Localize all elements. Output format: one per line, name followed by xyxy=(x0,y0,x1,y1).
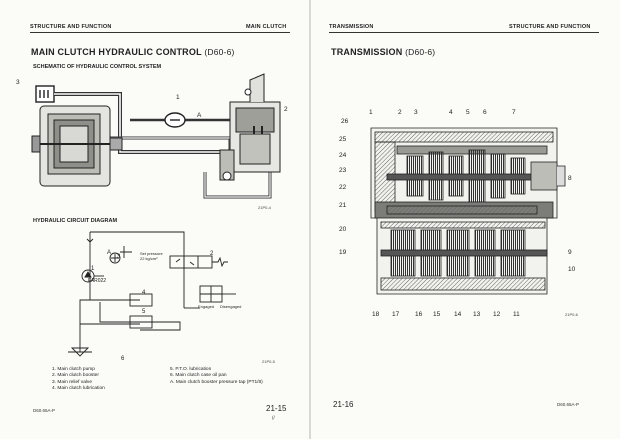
left-title-text: MAIN CLUTCH HYDRAULIC CONTROL xyxy=(31,47,202,57)
book-spine xyxy=(309,0,311,439)
right-title-text: TRANSMISSION xyxy=(331,47,403,57)
callout-9: 9 xyxy=(568,249,572,256)
circuit-label-1: 1 xyxy=(91,266,95,272)
schematic-label-1: 1 xyxy=(176,94,180,101)
legend-item: A. Main clutch booster pressure tap (PT1… xyxy=(170,379,263,385)
callout-16: 16 xyxy=(415,311,423,318)
circuit-heading: HYDRAULIC CIRCUIT DIAGRAM xyxy=(33,218,118,224)
circuit-label-5: 5 xyxy=(142,309,146,315)
legend-left: 1. Main clutch pump 2. Main clutch boost… xyxy=(52,367,105,392)
circuit-label-6: 6 xyxy=(121,356,125,362)
legend-right: 5. P.T.O. lubrication 6. Main clutch cas… xyxy=(170,367,263,386)
callout-25: 25 xyxy=(339,136,347,143)
callout-23: 23 xyxy=(339,167,347,174)
schematic-label-a: A xyxy=(197,112,202,119)
callout-10: 10 xyxy=(568,266,576,273)
callout-15: 15 xyxy=(433,311,441,318)
callout-24: 24 xyxy=(339,152,347,159)
left-page-number: 21-15 xyxy=(266,404,287,413)
callout-18: 18 xyxy=(372,311,380,318)
circuit-label-2: 2 xyxy=(210,251,214,257)
circuit-label-a: A xyxy=(107,250,112,256)
callout-3: 3 xyxy=(414,109,418,116)
callout-8: 8 xyxy=(568,175,572,182)
right-header-rule xyxy=(329,32,599,33)
left-header-section: STRUCTURE AND FUNCTION xyxy=(30,24,112,30)
right-page-number: 21-16 xyxy=(333,400,354,409)
hydraulic-circuit-diagram xyxy=(68,231,236,357)
callout-17: 17 xyxy=(392,311,400,318)
hydraulic-schematic-drawing xyxy=(31,73,281,199)
callout-19: 19 xyxy=(339,249,347,256)
left-header-chapter: MAIN CLUTCH xyxy=(246,24,287,30)
legend-item: 1. Main clutch pump xyxy=(52,367,95,372)
transmission-cross-section xyxy=(370,127,566,295)
circuit-label-3: 3 xyxy=(117,254,121,260)
schematic-figure-code: 21P0-4 xyxy=(258,205,271,210)
callout-26: 26 xyxy=(341,118,349,125)
right-footer-code: D60.65A-P xyxy=(557,402,580,407)
circuit-label-4: 4 xyxy=(142,290,146,296)
callout-21: 21 xyxy=(339,202,347,209)
schematic-label-2: 2 xyxy=(284,106,288,113)
callout-13: 13 xyxy=(473,311,481,318)
schematic-heading: SCHEMATIC OF HYDRAULIC CONTROL SYSTEM xyxy=(33,64,162,70)
circuit-disengaged: Disengaged xyxy=(220,304,242,309)
callout-1: 1 xyxy=(369,109,373,116)
right-figure-code: 21P0-6 xyxy=(565,312,578,317)
callout-11: 11 xyxy=(513,311,520,318)
left-page: STRUCTURE AND FUNCTION MAIN CLUTCH MAIN … xyxy=(0,0,309,439)
callout-6: 6 xyxy=(483,109,487,116)
right-header-chapter: TRANSMISSION xyxy=(329,24,374,30)
circuit-engaged: Engaged xyxy=(198,304,215,309)
circuit-figure-code: 21P0-5 xyxy=(262,359,275,364)
right-page: TRANSMISSION STRUCTURE AND FUNCTION TRAN… xyxy=(311,0,620,439)
left-title-model: (D60-6) xyxy=(204,47,235,57)
left-footer-code: D60.65A-P xyxy=(33,408,56,413)
legend-item: 5. P.T.O. lubrication xyxy=(170,367,212,372)
right-page-title: TRANSMISSION (D60-6) xyxy=(331,47,435,57)
left-header-rule xyxy=(30,32,290,33)
circuit-pump-tag: FAR022 xyxy=(88,278,107,284)
callout-7: 7 xyxy=(512,109,516,116)
legend-item: 6. Main clutch case oil pan xyxy=(170,373,227,379)
circuit-set-value: 22 kg/cm² xyxy=(140,256,158,261)
legend-item: 2. Main clutch booster xyxy=(52,373,99,379)
callout-4: 4 xyxy=(449,109,453,116)
callout-14: 14 xyxy=(454,311,462,318)
circuit-set-pressure: Set pressure xyxy=(140,251,163,256)
left-page-mark: (/ xyxy=(272,415,275,420)
legend-item: 4. Main clutch lubrication xyxy=(52,385,105,391)
right-header-section: STRUCTURE AND FUNCTION xyxy=(509,24,591,30)
callout-2: 2 xyxy=(398,109,402,116)
left-page-title: MAIN CLUTCH HYDRAULIC CONTROL (D60-6) xyxy=(31,47,235,57)
legend-item: 3. Main relief valve xyxy=(52,379,92,385)
callout-22: 22 xyxy=(339,184,347,191)
callout-12: 12 xyxy=(493,311,501,318)
schematic-label-3: 3 xyxy=(16,79,20,86)
right-title-model: (D60-6) xyxy=(405,47,436,57)
callout-5: 5 xyxy=(466,109,470,116)
callout-20: 20 xyxy=(339,226,347,233)
